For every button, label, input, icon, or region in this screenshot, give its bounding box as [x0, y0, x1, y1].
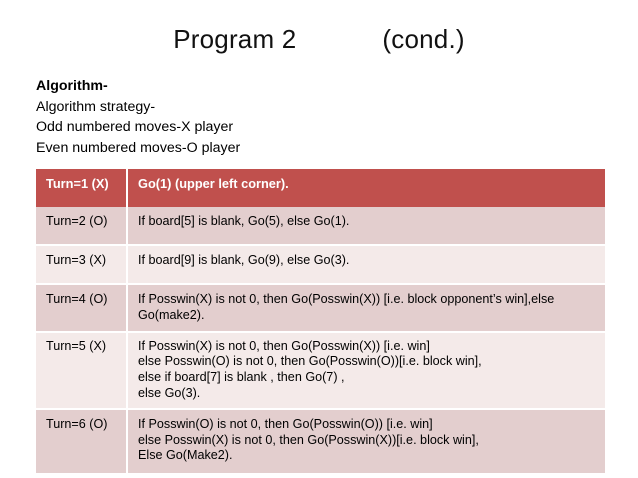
- table-row: Turn=3 (X) If board[9] is blank, Go(9), …: [36, 244, 605, 284]
- table-row: Turn=5 (X) If Posswin(X) is not 0, then …: [36, 330, 605, 409]
- intro-text-block: Algorithm- Algorithm strategy- Odd numbe…: [36, 76, 456, 158]
- intro-line-odd-moves: Odd numbered moves-X player: [36, 119, 234, 135]
- row-cell-turn: Turn=5 (X): [36, 330, 127, 409]
- row-cell-turn: Turn=2 (O): [36, 207, 127, 245]
- row-cell-turn: Turn=3 (X): [36, 244, 127, 284]
- page-title: Program 2 (cond.): [0, 24, 638, 55]
- row-cell-action: If board[5] is blank, Go(5), else Go(1).: [126, 207, 605, 245]
- algorithm-table: Turn=1 (X) Go(1) (upper left corner). Tu…: [36, 169, 605, 474]
- intro-line-strategy: Algorithm strategy-: [36, 98, 156, 115]
- intro-line-even-moves: Even numbered moves-O player: [36, 139, 241, 156]
- row-cell-action: If Posswin(X) is not 0, then Go(Posswin(…: [126, 283, 605, 332]
- row-cell-action: If board[9] is blank, Go(9), else Go(3).: [126, 244, 605, 284]
- header-cell-action: Go(1) (upper left corner).: [126, 169, 605, 207]
- row-cell-action: If Posswin(O) is not 0, then Go(Posswin(…: [126, 407, 605, 474]
- header-cell-turn: Turn=1 (X): [36, 169, 127, 207]
- page-title-suffix: (cond.): [382, 24, 465, 54]
- row-cell-turn: Turn=4 (O): [36, 283, 127, 332]
- intro-line-algorithm: Algorithm-: [36, 78, 108, 94]
- table-row: Turn=6 (O) If Posswin(O) is not 0, then …: [36, 407, 605, 474]
- table-row: Turn=4 (O) If Posswin(X) is not 0, then …: [36, 283, 605, 332]
- table-header-row: Turn=1 (X) Go(1) (upper left corner).: [36, 169, 605, 207]
- row-cell-turn: Turn=6 (O): [36, 407, 127, 474]
- table-row: Turn=2 (O) If board[5] is blank, Go(5), …: [36, 207, 605, 245]
- row-cell-action: If Posswin(X) is not 0, then Go(Posswin(…: [126, 330, 605, 409]
- page-title-main: Program 2: [173, 24, 297, 54]
